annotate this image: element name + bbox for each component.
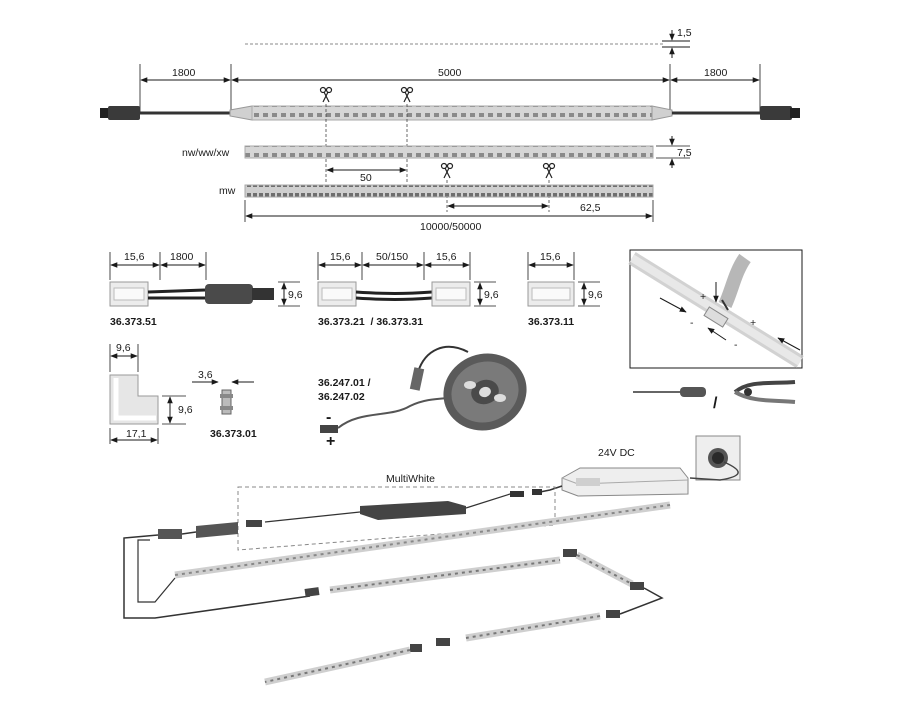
install-minus-b: -	[734, 339, 738, 351]
system-diagram: 24V DC MultiWhite	[123, 435, 741, 686]
install-detail: + + - -	[628, 249, 804, 369]
wall-socket	[695, 435, 741, 481]
reel-code-b: 36.247.02	[318, 391, 365, 403]
tool-separator: /	[713, 395, 718, 412]
roll-lengths-dim: 10000/50000	[420, 221, 481, 233]
c1-code: 36.373.51	[110, 316, 157, 328]
c1-width-dim: 15,6	[124, 251, 145, 263]
c2-height-dim: 9,6	[484, 289, 499, 301]
variant-b-label: mw	[219, 185, 236, 197]
cut-pitch-b-dim: 62,5	[580, 202, 601, 214]
supply-label: 24V DC	[598, 447, 635, 459]
cable-right-dim: 1800	[704, 67, 728, 79]
strip-variant-a	[244, 145, 654, 159]
strip-variant-b	[244, 184, 654, 198]
corner-connector: 9,6 9,6 17,1 3,6 36.373.01	[109, 342, 257, 444]
connector-36-373-51: 15,6 1800 9,6 36.373.51	[109, 251, 303, 328]
thickness-dim: 1,5	[677, 27, 692, 39]
c3-height-dim: 9,6	[588, 289, 603, 301]
cut-pitch-a-dim: 50	[360, 172, 372, 184]
install-minus-a: -	[690, 317, 694, 329]
c3-code: 36.373.11	[528, 316, 574, 328]
install-plus-b: +	[750, 317, 756, 329]
main-strip	[100, 105, 800, 121]
variant-a-label: nw/ww/xw	[182, 147, 230, 159]
c3-width-dim: 15,6	[540, 251, 561, 263]
scissors-icon	[542, 162, 556, 179]
corner-code: 36.373.01	[210, 428, 257, 440]
reel-plus: +	[326, 433, 335, 450]
scissors-icon	[400, 86, 414, 103]
c2-width-dim: 15,6	[330, 251, 351, 263]
inline-plug	[196, 522, 238, 538]
reel-code-a: 36.247.01 /	[318, 377, 371, 389]
plug	[205, 284, 253, 304]
c1-cable-dim: 1800	[170, 251, 194, 263]
top-strip-section: 1,5 1800 5000 1800	[100, 27, 800, 233]
install-plus-a: +	[700, 291, 706, 303]
corner-width-dim: 9,6	[116, 342, 131, 354]
strip-length-dim: 5000	[438, 67, 462, 79]
multiwhite-controller	[360, 501, 466, 520]
corner-total-dim: 17,1	[126, 428, 147, 440]
corner-height-dim: 9,6	[178, 404, 193, 416]
reel-minus: -	[326, 409, 331, 426]
scissors-icon	[319, 86, 333, 103]
pliers-icon	[733, 380, 796, 404]
corner-thick-dim: 3,6	[198, 369, 213, 381]
c2-code: 36.373.21 / 36.373.31	[318, 316, 423, 328]
reel: 36.247.01 / 36.247.02 - +	[318, 345, 527, 450]
screwdriver-icon	[633, 387, 706, 397]
pen-tool	[718, 253, 751, 308]
controller-label: MultiWhite	[386, 473, 435, 485]
width-dim: 7,5	[677, 147, 692, 159]
connector-36-373-11: 15,6 9,6 36.373.11	[527, 251, 603, 328]
c2-cable-dim: 50/150	[376, 251, 408, 263]
scissors-icon	[440, 162, 454, 179]
connector-36-373-21: 15,6 50/150 15,6 9,6 36.373.21 / 36.373.…	[317, 251, 499, 328]
cable-left-dim: 1800	[172, 67, 196, 79]
c2-width2-dim: 15,6	[436, 251, 457, 263]
c1-height-dim: 9,6	[288, 289, 303, 301]
